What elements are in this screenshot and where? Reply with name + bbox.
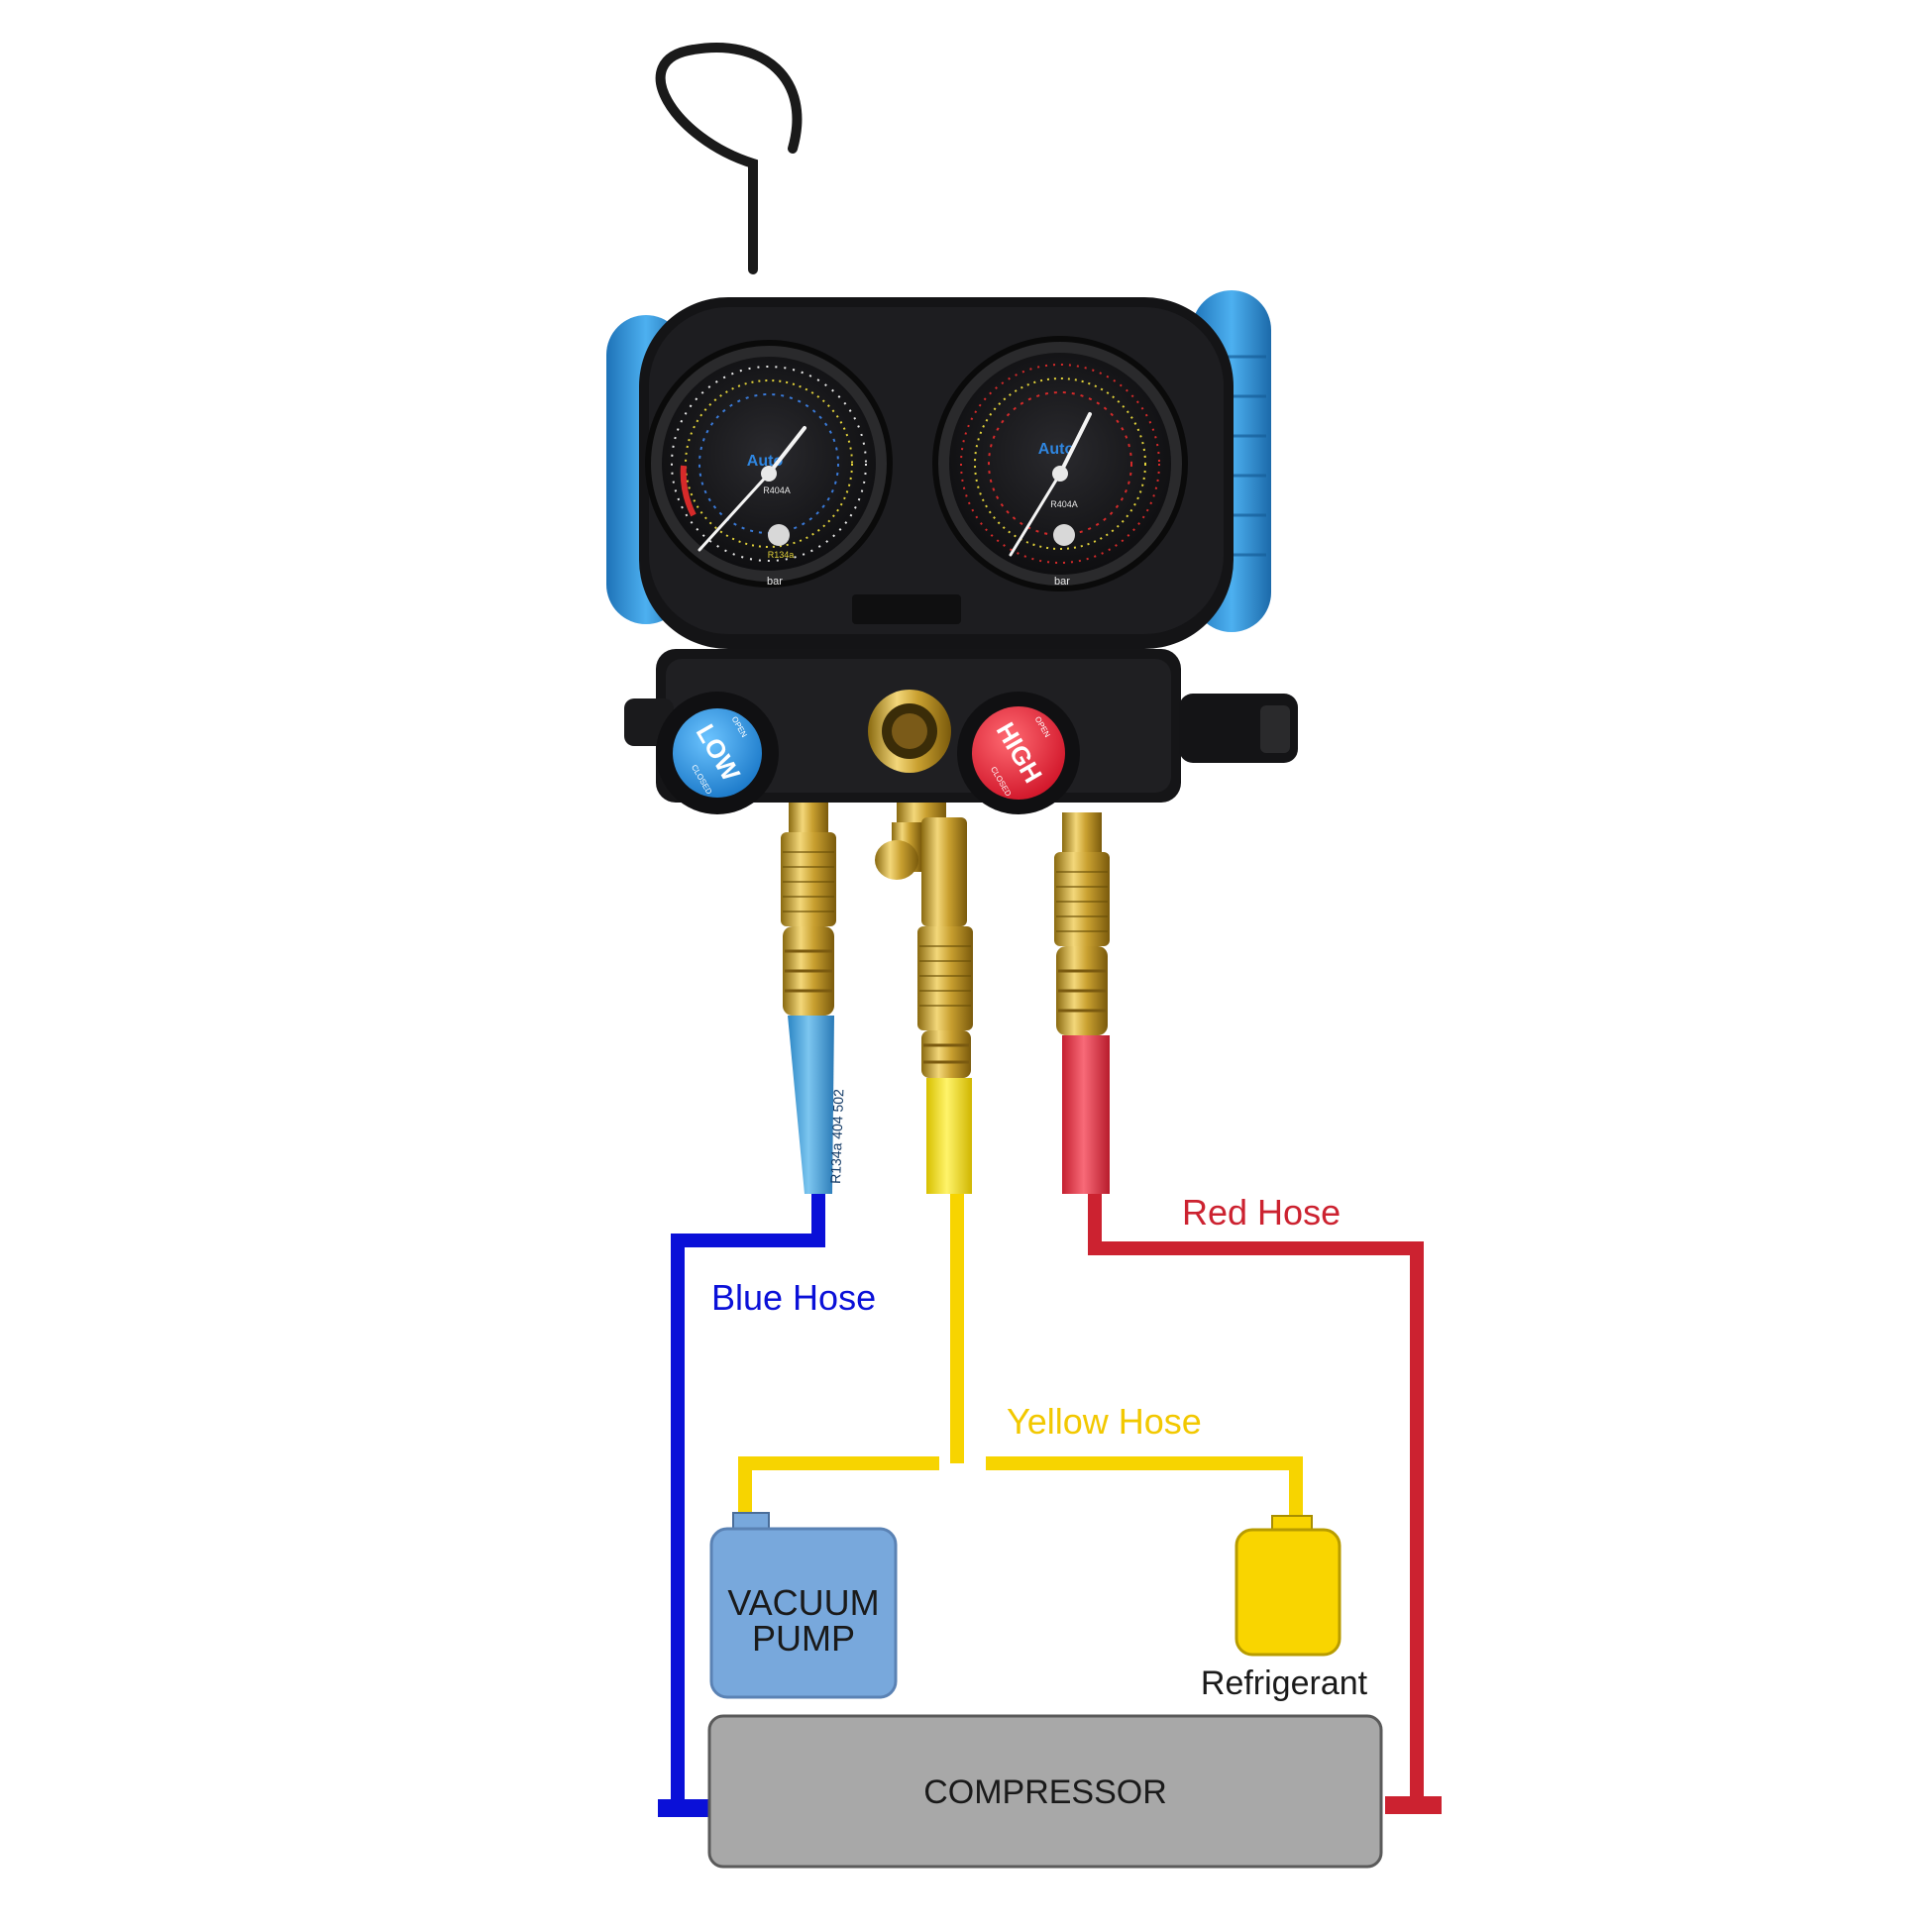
yellow-branch-right bbox=[986, 1456, 1303, 1518]
vacuum-pump-label-1: VACUUM bbox=[727, 1582, 879, 1623]
yellow-hose-physical bbox=[875, 803, 973, 1194]
red-hose-label: Red Hose bbox=[1182, 1192, 1341, 1233]
yellow-hose-label: Yellow Hose bbox=[1007, 1401, 1202, 1442]
vacuum-pump: VACUUM PUMP bbox=[709, 1512, 898, 1699]
blue-hose-physical: R134a 404 502 bbox=[781, 803, 846, 1194]
low-gauge-refrigerant-1: R404A bbox=[763, 485, 791, 495]
hanging-hook bbox=[655, 43, 803, 274]
compressor: COMPRESSOR bbox=[707, 1714, 1383, 1869]
red-hose-line bbox=[1088, 1194, 1424, 1812]
high-gauge-brand: Auto bbox=[1038, 441, 1075, 458]
vacuum-pump-label-2: PUMP bbox=[752, 1618, 855, 1659]
low-gauge-unit: bar bbox=[767, 576, 783, 588]
high-valve-knob[interactable]: HIGH OPEN CLOSED bbox=[957, 692, 1080, 814]
high-gauge-needle bbox=[1058, 412, 1092, 476]
compressor-label: COMPRESSOR bbox=[923, 1773, 1167, 1811]
red-hose-physical bbox=[1054, 812, 1110, 1194]
high-gauge-unit: bar bbox=[1054, 576, 1070, 588]
high-gauge-refrigerant-1: R404A bbox=[1050, 499, 1078, 509]
low-gauge-refrigerant-2: R134a bbox=[768, 550, 795, 560]
refrigerant-label: Refrigerant bbox=[1201, 1664, 1368, 1702]
refrigerant-tank: Refrigerant bbox=[1201, 1515, 1368, 1702]
high-pressure-gauge: Auto R404A bar bbox=[932, 336, 1188, 591]
low-pressure-gauge: Auto R404A R134a bar bbox=[645, 340, 893, 588]
low-gauge-needle bbox=[767, 426, 806, 476]
yellow-branch-left bbox=[738, 1456, 939, 1516]
blue-hose-label: Blue Hose bbox=[711, 1277, 876, 1318]
hose-print: R134a 404 502 bbox=[827, 1089, 846, 1184]
low-valve-knob[interactable]: LOW OPEN CLOSED bbox=[656, 692, 779, 814]
